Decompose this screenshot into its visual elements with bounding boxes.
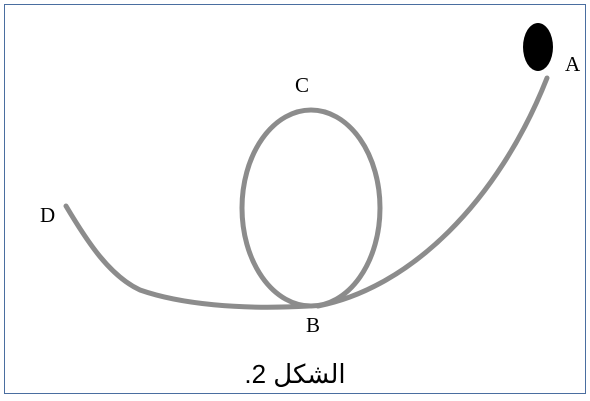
ball [523,23,553,71]
track-right-slope [315,75,550,309]
figure-caption: الشكل 2. [244,359,346,389]
point-label-b: B [306,313,320,337]
point-label-c: C [295,73,309,97]
point-label-d: D [40,203,55,227]
track-left-slope [63,203,312,310]
vertical-loop [239,107,383,309]
figure-frame [4,4,586,394]
point-label-a: A [565,52,581,76]
